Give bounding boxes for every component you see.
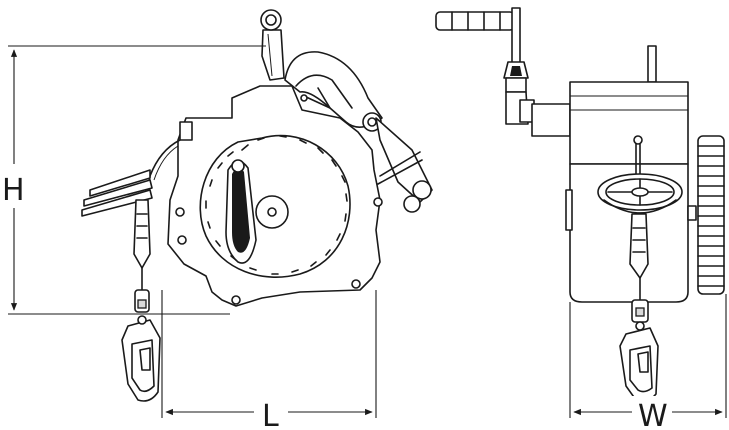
- side-housing: [531, 81, 725, 303]
- height-label-mask: [0, 164, 26, 208]
- width-label: W: [638, 399, 668, 430]
- lanyard-right: [619, 213, 659, 402]
- length-label: L: [262, 399, 279, 430]
- top-pin: [647, 45, 657, 83]
- cable: [81, 139, 181, 217]
- housing: [167, 85, 383, 307]
- length-label-mask: [254, 396, 288, 430]
- height-label: H: [2, 173, 25, 208]
- lanyard-left: [121, 199, 161, 402]
- crank-handle: [260, 9, 285, 81]
- crank-handle-side: [435, 7, 535, 125]
- side-view: [435, 7, 725, 402]
- front-view: [81, 9, 433, 402]
- width-label-mask: [632, 396, 672, 430]
- rope-guide-arm: [284, 51, 433, 213]
